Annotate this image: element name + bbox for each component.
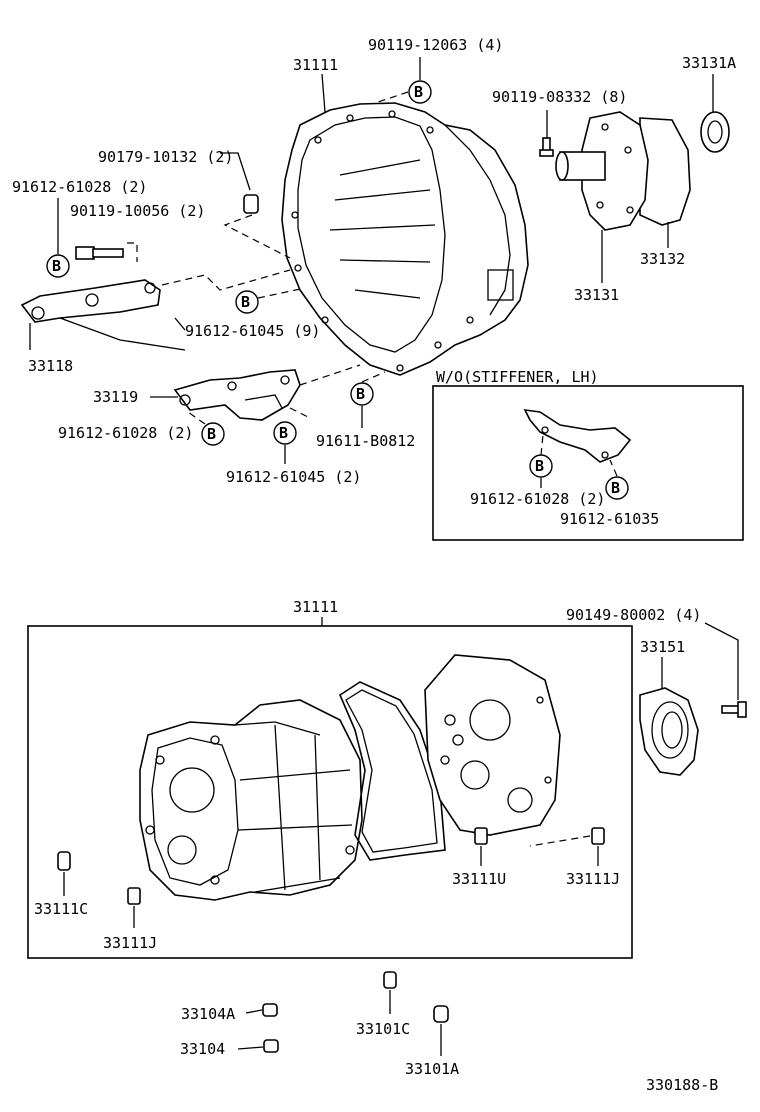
- bolt-part: [721, 701, 747, 718]
- label-33131: 33131: [574, 286, 619, 304]
- label-33119: 33119: [93, 388, 138, 406]
- oil-seal-part: [700, 111, 730, 153]
- marker-b-icon: B: [529, 454, 553, 478]
- svg-text:B: B: [414, 83, 423, 101]
- label-91612-61028-a: 91612-61028 (2): [12, 178, 147, 196]
- label-91612-61045-2: 91612-61045 (2): [226, 468, 361, 486]
- svg-text:B: B: [611, 479, 620, 497]
- label-91612-61028-c: 91612-61028 (2): [470, 490, 605, 508]
- marker-b-icon: B: [235, 290, 259, 314]
- transmission-case-part: [139, 699, 363, 901]
- plug-part: [262, 1003, 278, 1017]
- label-90179-10132: 90179-10132 (2): [98, 148, 233, 166]
- plug-part: [57, 851, 71, 871]
- svg-text:B: B: [279, 424, 288, 442]
- label-33111C: 33111C: [34, 900, 88, 918]
- dowel-pin-part: [127, 887, 141, 905]
- label-91612-61035: 91612-61035: [560, 510, 659, 528]
- dowel-pin-part: [474, 827, 488, 845]
- label-31111-top: 31111: [293, 56, 338, 74]
- label-33132: 33132: [640, 250, 685, 268]
- label-33151: 33151: [640, 638, 685, 656]
- label-91611-B0812: 91611-B0812: [316, 432, 415, 450]
- marker-b-icon: B: [350, 382, 374, 406]
- svg-text:B: B: [52, 257, 61, 275]
- label-wo-stiffener: W/O(STIFFENER, LH): [436, 368, 599, 386]
- svg-text:B: B: [241, 293, 250, 311]
- label-33104A: 33104A: [181, 1005, 235, 1023]
- plug-part: [433, 1005, 449, 1023]
- label-33104: 33104: [180, 1040, 225, 1058]
- diagram-code: 330188-B: [646, 1076, 718, 1094]
- marker-b-icon: B: [408, 80, 432, 104]
- label-90119-12063: 90119-12063 (4): [368, 36, 503, 54]
- label-90119-10056: 90119-10056 (2): [70, 202, 205, 220]
- adapter-plate-part: [424, 654, 561, 836]
- marker-b-icon: B: [273, 421, 297, 445]
- bolt-part: [75, 246, 124, 260]
- plug-part: [383, 971, 397, 989]
- label-33118: 33118: [28, 357, 73, 375]
- extension-housing-part: [555, 111, 691, 231]
- label-33111J-right: 33111J: [566, 870, 620, 888]
- marker-b-icon: B: [46, 254, 70, 278]
- svg-text:B: B: [356, 385, 365, 403]
- svg-text:B: B: [207, 425, 216, 443]
- bearing-retainer-part: [639, 687, 699, 776]
- bracket-part: [173, 369, 301, 421]
- label-90119-08332: 90119-08332 (8): [492, 88, 627, 106]
- case-assembly-box: [27, 625, 633, 959]
- label-91612-61028-b: 91612-61028 (2): [58, 424, 193, 442]
- svg-text:B: B: [535, 457, 544, 475]
- label-90149-80002: 90149-80002 (4): [566, 606, 701, 624]
- clutch-housing-part: [281, 102, 529, 376]
- label-33101A: 33101A: [405, 1060, 459, 1078]
- nut-part: [243, 194, 259, 214]
- label-31111-bottom: 31111: [293, 598, 338, 616]
- dowel-pin-part: [591, 827, 605, 845]
- inset-box-wo-stiffener: [432, 385, 744, 541]
- label-91612-61045-9: 91612-61045 (9): [185, 322, 320, 340]
- stiffener-part: [20, 279, 186, 351]
- label-33101C: 33101C: [356, 1020, 410, 1038]
- bracket-part: [523, 409, 632, 463]
- bolt-part: [539, 137, 554, 157]
- label-33111J-left: 33111J: [103, 934, 157, 952]
- marker-b-icon: B: [201, 422, 225, 446]
- case-gasket-part: [338, 681, 446, 861]
- label-33111U: 33111U: [452, 870, 506, 888]
- label-33131A: 33131A: [682, 54, 736, 72]
- marker-b-icon: B: [605, 476, 629, 500]
- plug-part: [263, 1039, 279, 1053]
